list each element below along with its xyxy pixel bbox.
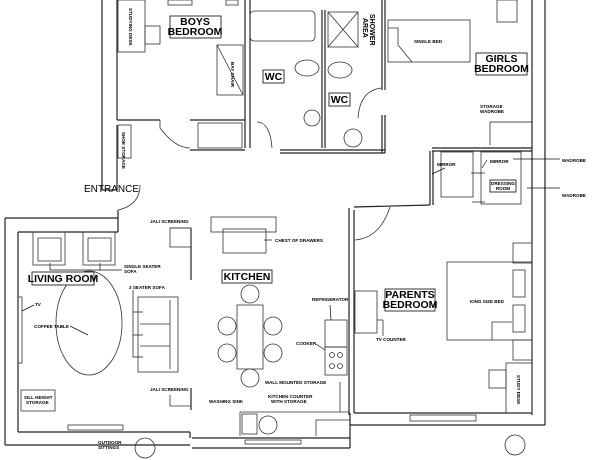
walls: [4, 0, 546, 449]
three-seater-sofa-label: 3 SEATER SOFA: [129, 285, 166, 290]
storage-wardrobe-label: WADROBE: [480, 109, 504, 114]
cooker-label: COOKER: [296, 341, 317, 346]
toilet: [327, 61, 353, 79]
shoe-storage-label: SHOE STORAGE: [121, 132, 126, 169]
parents-bedroom-label: BEDROOM: [383, 299, 438, 311]
bay-chair: [216, 44, 244, 96]
refrigerator-label: REFRIGERATOR: [312, 297, 349, 302]
outdoor-sittings-label: OUTDOOR: [98, 440, 122, 445]
living-room-label: LIVING ROOM: [28, 273, 99, 285]
storage-wardrobe-label: STORAGE: [480, 104, 503, 109]
sill-height-storage: [20, 389, 56, 412]
shower-area-label: SHOWER: [368, 14, 375, 46]
single-seater-sofa-label: SOFA: [124, 269, 137, 274]
boys-bedroom-label: BOYS: [180, 16, 210, 28]
annotations: STUDYING DESK BAY CHAIR SHOE STORAGE SIN…: [24, 8, 586, 450]
refrigerator: [324, 319, 348, 348]
furniture: [17, 0, 533, 459]
wall-mounted-storage-label: WALL MOUNTED STORAGE: [265, 380, 326, 385]
boys-bedroom-label: BEDROOM: [168, 26, 223, 38]
single-seater-sofa: [82, 231, 116, 266]
wc-label: WC: [265, 71, 283, 83]
tv-counter-label: TV COUNTER: [376, 337, 407, 342]
tv-counter: [354, 290, 378, 334]
bay-chair-label: BAY CHAIR: [230, 62, 235, 88]
outdoor-chair: [504, 434, 526, 456]
cooker: [324, 346, 348, 376]
shoe-storage: [117, 124, 132, 159]
dining-chairs: [217, 284, 283, 388]
single-bed: [387, 19, 471, 63]
mirror-label: MIRROR: [490, 159, 509, 164]
entrance-label: ENTRANCE: [84, 184, 139, 195]
king-size-bed: [446, 261, 533, 341]
kitchen-counter-label: KITCHEN COUNTER: [268, 394, 313, 399]
girls-bedroom-label: GIRLS: [485, 53, 517, 65]
coffee-table-label: COFFEE TABLE: [34, 324, 69, 329]
dining-table: [236, 304, 264, 370]
coffee-table: [55, 270, 123, 376]
wardrobe-label: WADROBE: [562, 158, 586, 163]
parents-bedroom-label: PARENTS: [385, 289, 434, 301]
tv: [17, 296, 23, 364]
room-labels: BOYS BEDROOM WC WC SHOWER AREA GIRLS BED…: [28, 14, 529, 312]
wash-basin: [343, 128, 363, 148]
outdoor-chair: [134, 437, 156, 459]
tv-label: TV: [35, 302, 42, 307]
dressing-room-label: DRESSING: [491, 181, 515, 186]
dressing-room-label: ROOM: [496, 186, 510, 191]
wash-basin: [303, 109, 321, 127]
wc-label: WC: [331, 94, 349, 106]
shower-area-label: AREA: [361, 18, 368, 38]
girls-bedroom-label: BEDROOM: [474, 63, 529, 75]
outdoor-sittings-label: SITTINGS: [98, 445, 119, 450]
studying-desk-label: STUDYING DESK: [128, 8, 133, 46]
shower-tray: [327, 11, 359, 48]
washing-sink: [241, 413, 258, 435]
chest-of-drawers: [222, 228, 267, 254]
study-desk-label: STUDY DESK: [516, 375, 521, 405]
sill-height-storage-label: STORAGE: [26, 400, 49, 405]
single-seater-sofa: [32, 231, 66, 266]
single-seater-sofa-label: SINGLE SEATER: [124, 264, 161, 269]
jali-screening-label: JALI SCREENING: [150, 219, 189, 224]
sill-height-storage-label: SILL HEIGHT: [24, 395, 53, 400]
single-bed-label: SINGLE BED: [414, 39, 443, 44]
washing-sink-label: WASHING SINK: [209, 399, 244, 404]
bathtub: [249, 10, 316, 42]
toilet: [294, 59, 320, 77]
chest-of-drawers-label: CHEST OF DRAWERS: [275, 238, 323, 243]
mirror-label: MIRROR: [437, 162, 456, 167]
king-size-bed-label: KING SIZE BED: [470, 299, 505, 304]
kitchen-counter-label: WITH STORAGE: [271, 399, 307, 404]
leader-lines: [21, 121, 560, 358]
jali-screening-label: JALI SCREENING: [150, 387, 189, 392]
wardrobe-label: WADROBE: [562, 193, 586, 198]
kitchen-label: KITCHEN: [224, 271, 271, 283]
three-seater-sofa: [137, 296, 179, 373]
